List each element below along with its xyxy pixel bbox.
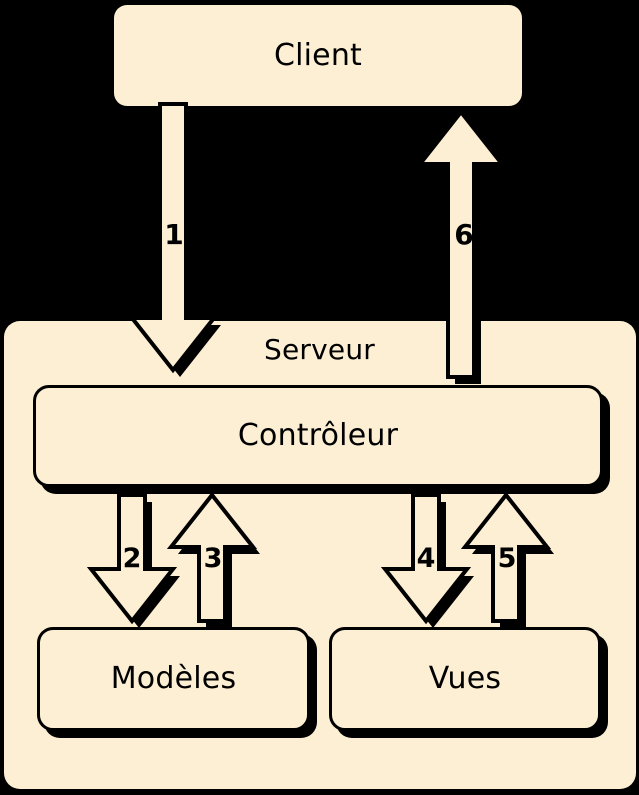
vues-box: Vues [329,627,601,731]
modeles-box: Modèles [37,627,310,731]
client-label: Client [273,37,363,73]
arrow-2-controleur-to-modeles [86,493,186,631]
vues-label: Vues [428,661,502,696]
modeles-label: Modèles [110,661,237,696]
client-box: Client [114,5,522,106]
arrow-3-modeles-to-controleur [166,491,266,631]
arrow-4-controleur-to-vues [380,493,480,631]
arrow-1-client-to-controleur [126,102,222,384]
controleur-box: Contrôleur [33,385,603,487]
arrow-6-controleur-to-client [415,108,516,384]
controleur-label: Contrôleur [237,418,399,453]
arrow-5-vues-to-controleur [460,491,560,631]
